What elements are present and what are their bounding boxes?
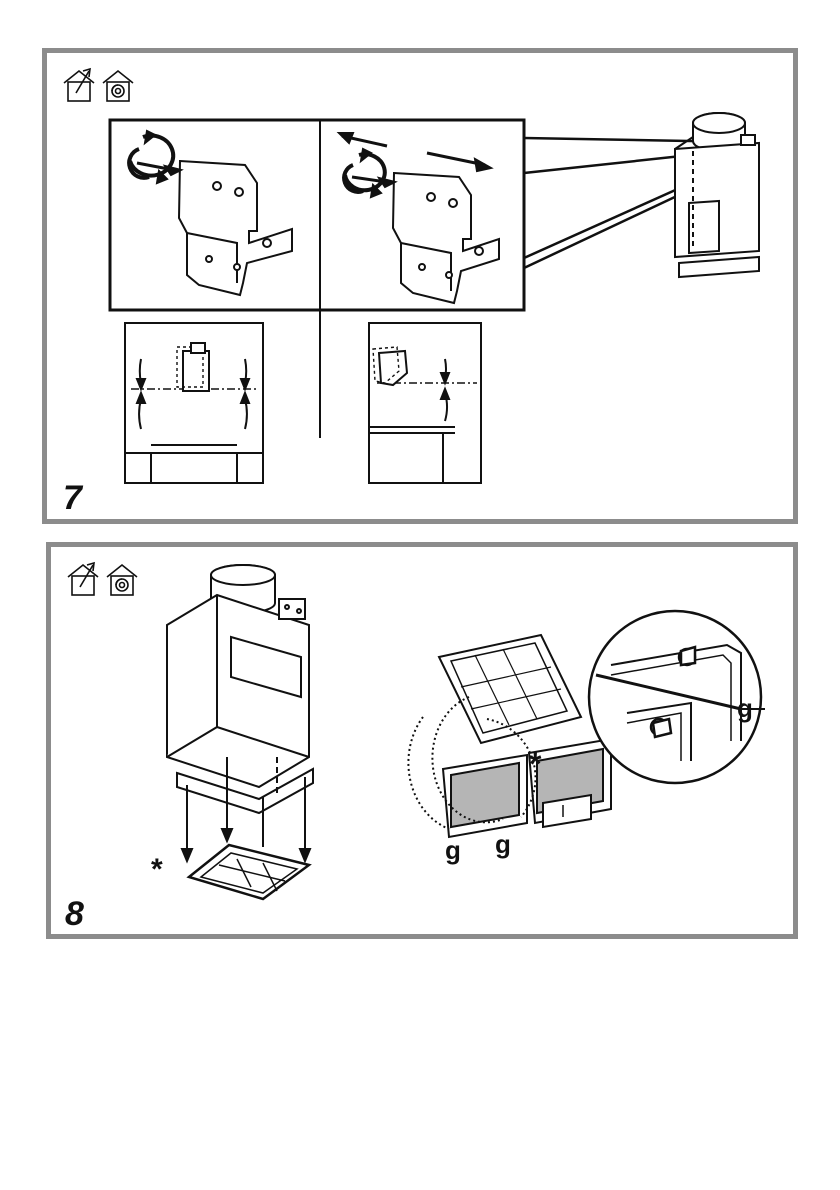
step-number-8: 8: [65, 897, 84, 931]
figure-8-panel: * g g *: [46, 542, 798, 939]
hood-unit-sketch: [675, 113, 759, 277]
g-label-middle: g: [495, 829, 511, 859]
figure-7-illustration: [47, 53, 793, 519]
hood-body-sketch: [167, 565, 313, 813]
clip-zoom-detail: [589, 611, 761, 783]
figure-7-panel: 7: [42, 48, 798, 524]
g-label-zoom: g: [737, 693, 753, 723]
level-diagram-left: [125, 323, 263, 483]
grease-filter-sketch: [189, 845, 309, 899]
carbon-filter-assembly-sketch: [408, 635, 611, 837]
asterisk-label-right: *: [529, 746, 542, 782]
asterisk-label-left: *: [151, 853, 163, 886]
g-label-left: g: [445, 835, 461, 865]
step-number-7: 7: [63, 481, 82, 515]
figure-8-illustration: * g g *: [51, 547, 793, 934]
level-diagram-right: [369, 323, 481, 483]
